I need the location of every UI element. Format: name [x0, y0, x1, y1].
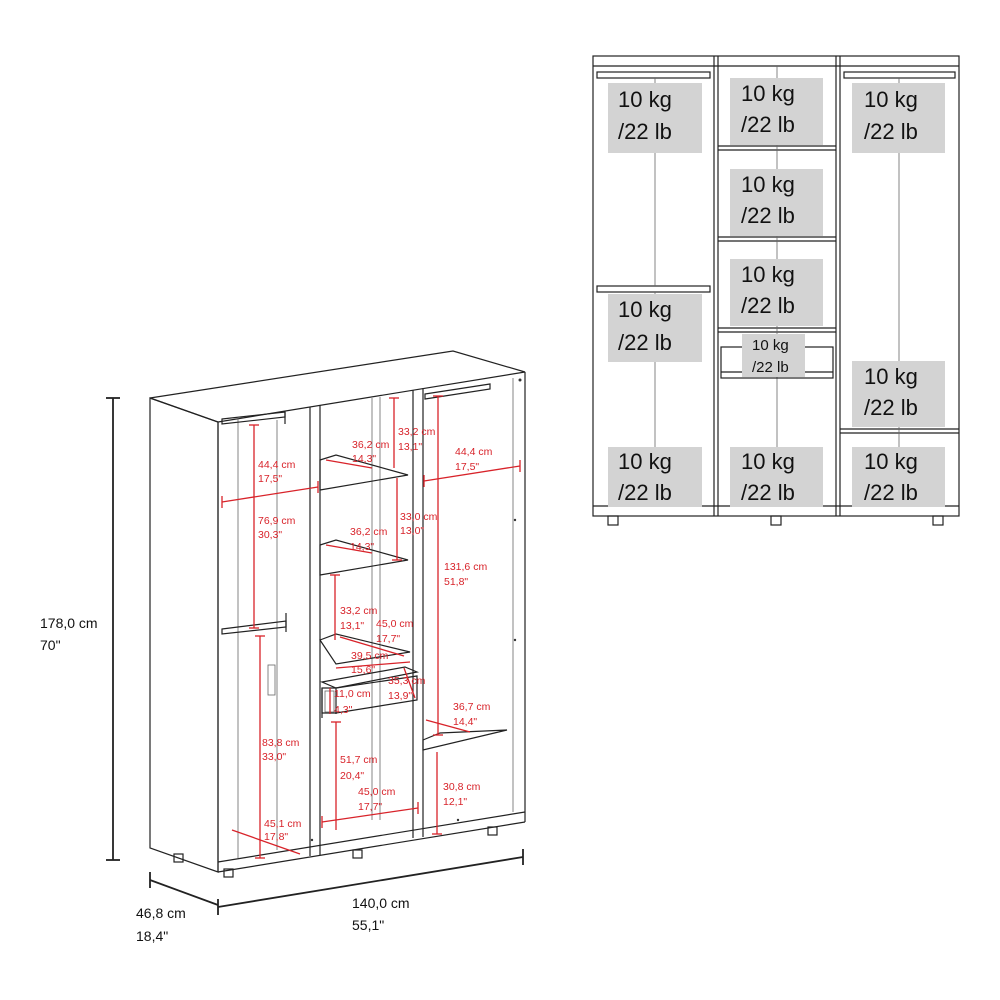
load-box — [730, 259, 823, 326]
dim-left-hang-width-cm: 44,4 cm — [258, 459, 296, 471]
load-kg: 10 kg — [864, 449, 918, 474]
dim-right-bottom-height-in: 12,1" — [443, 796, 467, 808]
dim-center-bottom-width-in: 17,7" — [358, 801, 382, 813]
load-kg: 10 kg — [741, 172, 795, 197]
dim-right-shelf-depth-cm: 36,7 cm — [453, 701, 491, 713]
dim-center-shelf3-width-in: 17,7" — [376, 633, 400, 645]
load-lb: /22 lb — [618, 330, 672, 355]
load-box — [742, 334, 805, 377]
load-box — [730, 169, 823, 236]
dim-left-depth-in: 17,8" — [264, 831, 288, 843]
leg-icon — [932, 515, 944, 526]
load-lb: /22 lb — [864, 480, 918, 505]
dim-center-shelf2-depth-cm: 36,2 cm — [350, 526, 388, 538]
load-box — [608, 83, 702, 153]
leg-icon — [173, 853, 184, 863]
leg-icon — [223, 868, 234, 878]
dim-left-upper-height-cm: 76,9 cm — [258, 515, 296, 527]
dim-right-bottom-height-cm: 30,8 cm — [443, 781, 481, 793]
load-box — [852, 83, 945, 153]
load-lb: /22 lb — [618, 480, 672, 505]
dim-center-bottom-height-in: 20,4" — [340, 770, 364, 782]
dim-overall-depth-in: 18,4" — [136, 928, 168, 944]
dim-left-hang-width-in: 17,5" — [258, 473, 282, 485]
dim-drawer-depth-cm: 35,3 cm — [388, 675, 426, 687]
load-lb: /22 lb — [864, 395, 918, 420]
load-kg: 10 kg — [752, 337, 789, 354]
load-box — [852, 361, 945, 427]
dim-right-hang-height-cm: 131,6 cm — [444, 561, 487, 573]
dim-center-shelf1-depth-in: 14,3" — [352, 453, 376, 465]
dim-drawer-height-cm: 11,0 cm — [334, 688, 371, 700]
dim-center-bottom-height-cm: 51,7 cm — [340, 754, 378, 766]
dim-left-lower-height-cm: 83,8 cm — [262, 737, 300, 749]
dim-center-shelf2-depth-in: 14,3" — [350, 541, 374, 553]
dim-drawer-depth-in: 13,9" — [388, 690, 412, 702]
dim-left-lower-height-in: 33,0" — [262, 751, 286, 763]
dim-center-bottom-width-cm: 45,0 cm — [358, 786, 396, 798]
dim-drawer-width-in: 15,6" — [351, 664, 375, 676]
leg-icon — [487, 826, 498, 836]
load-lb: /22 lb — [618, 119, 672, 144]
load-lb: /22 lb — [864, 119, 918, 144]
load-box — [730, 447, 823, 507]
dim-center-top-height-cm: 33,2 cm — [398, 426, 436, 438]
load-lb: /22 lb — [741, 203, 795, 228]
dim-right-hang-width-cm: 44,4 cm — [455, 446, 493, 458]
dim-left-upper-height-in: 30,3" — [258, 529, 282, 541]
dim-drawer-height-in: 4,3" — [334, 704, 353, 716]
load-kg: 10 kg — [618, 297, 672, 322]
dim-overall-width-in: 55,1" — [352, 917, 384, 933]
load-kg: 10 kg — [741, 262, 795, 287]
load-kg: 10 kg — [618, 449, 672, 474]
load-kg: 10 kg — [864, 364, 918, 389]
load-lb: /22 lb — [741, 112, 795, 137]
load-kg: 10 kg — [741, 81, 795, 106]
dim-right-shelf-depth-in: 14,4" — [453, 716, 477, 728]
leg-icon — [607, 515, 619, 526]
dim-center-mid-height-cm: 33,0 cm — [400, 511, 438, 523]
dim-right-hang-height-in: 51,8" — [444, 576, 468, 588]
load-box — [608, 294, 702, 362]
overall-dimensions: 178,0 cm 70" 140,0 cm 55,1" 46,8 cm 18,4… — [40, 397, 524, 944]
leg-icon — [770, 515, 782, 526]
dim-center-shelf3-width-cm: 45,0 cm — [376, 618, 414, 630]
load-box — [730, 78, 823, 145]
dim-overall-width-cm: 140,0 cm — [352, 895, 410, 911]
dim-left-depth-cm: 45,1 cm — [264, 818, 302, 830]
load-kg: 10 kg — [618, 87, 672, 112]
dim-center-shelf3-height-in: 13,1" — [340, 620, 364, 632]
interior-dimensions: 44,4 cm 17,5" 76,9 cm 30,3" 83,8 cm 33,0… — [221, 395, 521, 859]
load-box — [852, 447, 945, 507]
dim-center-shelf1-depth-cm: 36,2 cm — [352, 439, 390, 451]
leg-icon — [352, 849, 363, 859]
load-lb: /22 lb — [752, 359, 789, 376]
load-lb: /22 lb — [741, 293, 795, 318]
load-box — [608, 447, 702, 507]
load-kg: 10 kg — [741, 449, 795, 474]
dim-overall-depth-cm: 46,8 cm — [136, 905, 186, 921]
dim-right-hang-width-in: 17,5" — [455, 461, 479, 473]
dim-center-shelf3-height-cm: 33,2 cm — [340, 605, 378, 617]
dim-center-mid-height-in: 13,0" — [400, 525, 424, 537]
load-lb: /22 lb — [741, 480, 795, 505]
load-capacity-labels: 10 kg /22 lb 10 kg /22 lb 10 kg /22 lb 1… — [608, 78, 945, 507]
dim-drawer-width-cm: 39,5 cm — [351, 650, 389, 662]
dim-overall-height-in: 70" — [40, 637, 61, 653]
dim-overall-height-cm: 178,0 cm — [40, 615, 98, 631]
wardrobe-perspective — [149, 350, 526, 878]
load-kg: 10 kg — [864, 87, 918, 112]
dim-center-top-height-in: 13,1" — [398, 441, 422, 453]
